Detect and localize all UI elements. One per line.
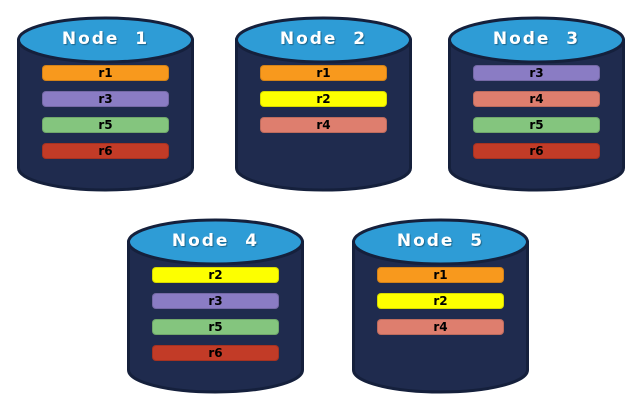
replica-list: r1 r3 r5 r6 <box>42 65 169 159</box>
cylinder-top-ellipse <box>17 16 194 64</box>
node-title: Node 1 <box>61 29 150 49</box>
node-title: Node 5 <box>396 231 485 251</box>
replica-list: r2 r3 r5 r6 <box>152 267 279 361</box>
replica-bar-r6: r6 <box>42 143 169 159</box>
replica-bar-r3: r3 <box>152 293 279 309</box>
replica-bar-r3: r3 <box>42 91 169 107</box>
replica-bar-r3: r3 <box>473 65 600 81</box>
replica-bar-r4: r4 <box>260 117 387 133</box>
replica-bar-r5: r5 <box>42 117 169 133</box>
replica-bar-r2: r2 <box>152 267 279 283</box>
database-node: Node 5 r1 r2 r4 <box>349 210 532 394</box>
replica-bar-r5: r5 <box>473 117 600 133</box>
node-title: Node 3 <box>492 29 581 49</box>
database-node: Node 1 r1 r3 r5 r6 <box>14 8 197 192</box>
replica-bar-r1: r1 <box>42 65 169 81</box>
database-node: Node 4 r2 r3 r5 r6 <box>124 210 307 394</box>
replica-list: r1 r2 r4 <box>377 267 504 335</box>
replica-bar-r6: r6 <box>152 345 279 361</box>
replica-list: r1 r2 r4 <box>260 65 387 133</box>
replica-bar-r2: r2 <box>260 91 387 107</box>
replica-bar-r4: r4 <box>473 91 600 107</box>
database-node: Node 3 r3 r4 r5 r6 <box>445 8 628 192</box>
cylinder-top-ellipse <box>448 16 625 64</box>
replica-bar-r5: r5 <box>152 319 279 335</box>
replica-bar-r6: r6 <box>473 143 600 159</box>
replica-bar-r4: r4 <box>377 319 504 335</box>
cylinder-top-ellipse <box>235 16 412 64</box>
node-title: Node 2 <box>279 29 368 49</box>
cylinder-top-ellipse <box>352 218 529 266</box>
node-title: Node 4 <box>171 231 260 251</box>
cylinder-top-ellipse <box>127 218 304 266</box>
replica-list: r3 r4 r5 r6 <box>473 65 600 159</box>
replica-bar-r1: r1 <box>260 65 387 81</box>
replica-bar-r1: r1 <box>377 267 504 283</box>
replica-bar-r2: r2 <box>377 293 504 309</box>
database-node: Node 2 r1 r2 r4 <box>232 8 415 192</box>
